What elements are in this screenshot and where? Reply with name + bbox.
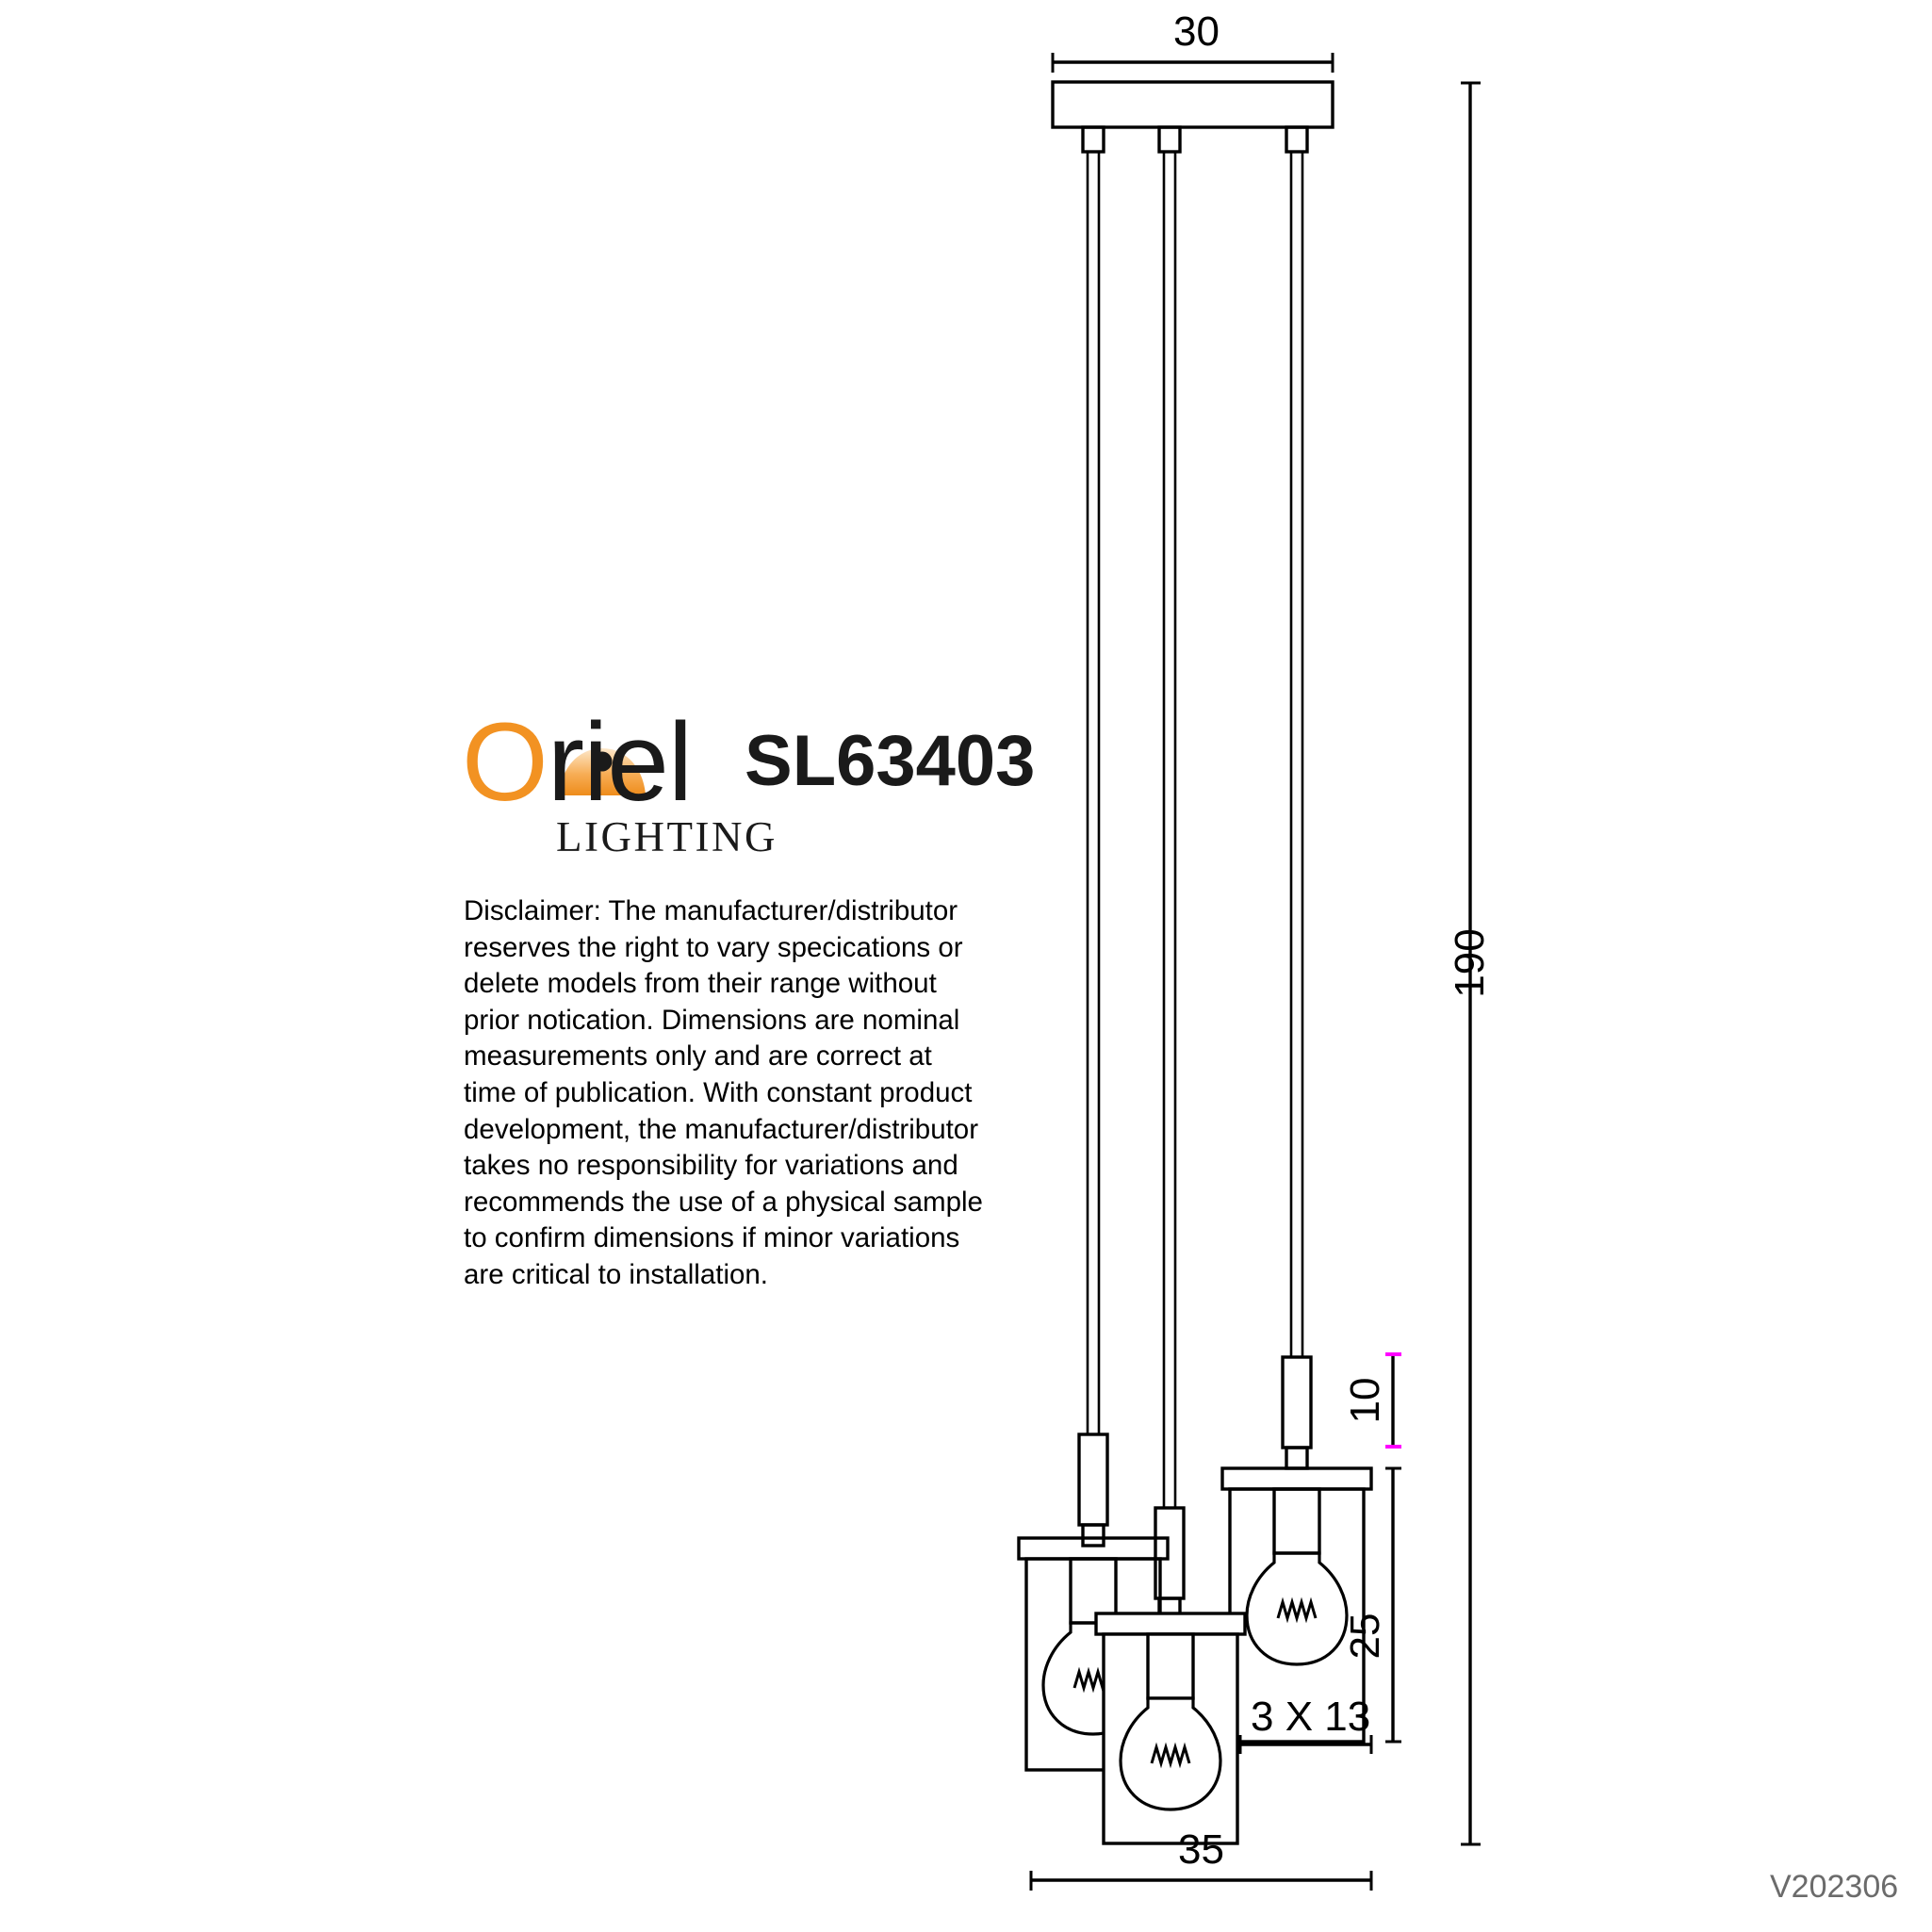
brand-block: Oriel LIGHTING SL63403 — [462, 705, 1046, 875]
cord-grip-right — [1281, 1355, 1313, 1449]
cable-grip-center — [1157, 125, 1182, 154]
cord-grip-left — [1077, 1433, 1109, 1527]
dimension-line-30 — [1051, 53, 1334, 73]
cord-connector-right — [1285, 1446, 1309, 1470]
dimension-line-3x13 — [1238, 1735, 1373, 1754]
version-code: V202306 — [1770, 1869, 1899, 1905]
suspension-cable-center — [1162, 152, 1177, 1508]
brand-wordmark: Oriel — [462, 707, 693, 818]
bulb-right — [1245, 1551, 1349, 1666]
cable-grip-right — [1285, 125, 1309, 154]
lamp-holder-right — [1272, 1487, 1321, 1555]
shade-cap-center — [1094, 1612, 1247, 1636]
disclaimer-text: Disclaimer: The manufacturer/distributor… — [464, 895, 983, 1290]
dimension-line-25 — [1385, 1466, 1401, 1744]
dimension-line-10 — [1385, 1352, 1401, 1449]
pendant-center — [1094, 1506, 1247, 1845]
dimension-label-ceiling-plate-width: 30 — [1173, 8, 1220, 55]
bulb-center — [1119, 1696, 1222, 1811]
brand-subtitle: LIGHTING — [556, 813, 778, 860]
dimension-label-shade-diameter: 3 X 13 — [1251, 1694, 1371, 1740]
ceiling-plate — [1051, 80, 1334, 129]
filament-right — [1276, 1596, 1318, 1624]
dimension-label-overall-drop-height: 190 — [1447, 928, 1493, 998]
shade-cap-left — [1017, 1536, 1170, 1561]
dimension-line-35 — [1029, 1871, 1373, 1891]
dimension-label-cord-grip-length: 10 — [1342, 1377, 1388, 1424]
pendant-right — [1220, 1355, 1373, 1744]
shade-cap-right — [1220, 1466, 1373, 1491]
dimension-label-overall-width: 35 — [1178, 1826, 1224, 1873]
dimension-label-shade-height: 25 — [1342, 1613, 1388, 1660]
cable-grip-left — [1081, 125, 1105, 154]
brand-letter-o: O — [462, 700, 548, 825]
filament-center — [1150, 1742, 1191, 1769]
lamp-dot-icon — [592, 751, 613, 772]
lamp-holder-center — [1146, 1632, 1195, 1700]
brand-letters-riel: riel — [547, 700, 693, 825]
dimension-line-190 — [1461, 81, 1481, 1846]
suspension-cable-left — [1086, 152, 1101, 1434]
lampshade-icon — [559, 748, 646, 795]
suspension-cable-right — [1289, 152, 1304, 1357]
cord-connector-left — [1081, 1523, 1105, 1547]
product-model-code: SL63403 — [745, 721, 1036, 801]
